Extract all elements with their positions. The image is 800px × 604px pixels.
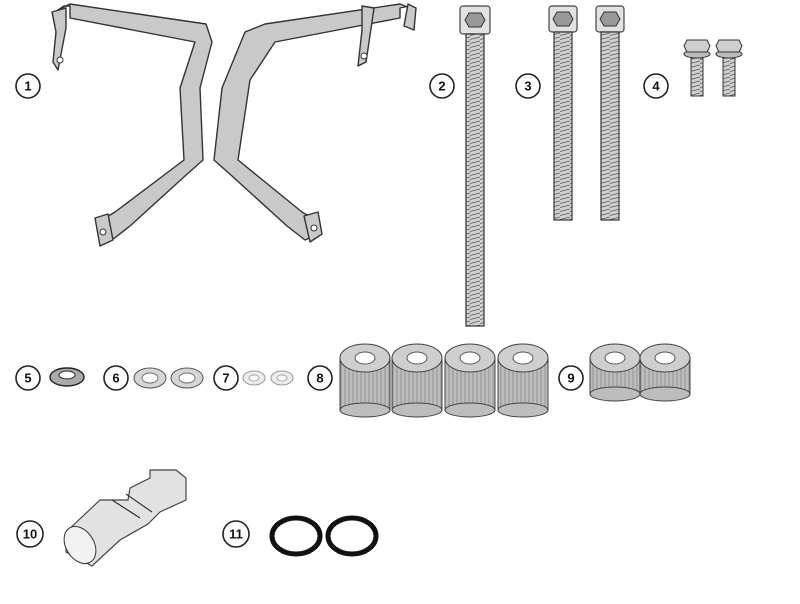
short-bolt-2 [715,39,743,97]
svg-text:3: 3 [524,79,531,94]
part-label-11: 11 [222,520,250,548]
flat-washer-2 [170,367,204,389]
svg-text:6: 6 [112,371,119,386]
short-bolt-1 [683,39,711,97]
part-label-10: 10 [16,520,44,548]
svg-text:7: 7 [222,371,229,386]
spacer-8c [444,343,496,418]
svg-text:8: 8 [316,371,323,386]
part-label-8: 8 [307,365,333,391]
spacer-8b [391,343,443,418]
o-ring-1 [269,515,323,557]
svg-text:5: 5 [24,371,31,386]
long-bolt [459,5,491,327]
svg-text:9: 9 [567,371,574,386]
part-label-5: 5 [15,365,41,391]
spacer-8a [339,343,391,418]
svg-text:2: 2 [438,79,445,94]
frame-bar-left [51,3,213,247]
small-washer-1 [242,370,266,386]
lock-washer [49,367,85,387]
svg-text:1: 1 [24,79,31,94]
part-label-2: 2 [429,73,455,99]
small-washer-2 [270,370,294,386]
part-label-7: 7 [213,365,239,391]
spacer-9a [589,343,641,402]
medium-bolt-1 [548,5,578,221]
flat-washer-1 [133,367,167,389]
part-label-3: 3 [515,73,541,99]
svg-text:4: 4 [652,79,660,94]
medium-bolt-2 [595,5,625,221]
part-label-4: 4 [643,73,669,99]
svg-text:10: 10 [23,527,37,542]
part-label-1: 1 [15,73,41,99]
part-label-9: 9 [558,365,584,391]
tube-adapter [63,469,187,567]
o-ring-2 [325,515,379,557]
spacer-9b [639,343,691,402]
part-label-6: 6 [103,365,129,391]
spacer-8d [497,343,549,418]
frame-bar-right [213,3,417,243]
svg-text:11: 11 [229,527,243,542]
